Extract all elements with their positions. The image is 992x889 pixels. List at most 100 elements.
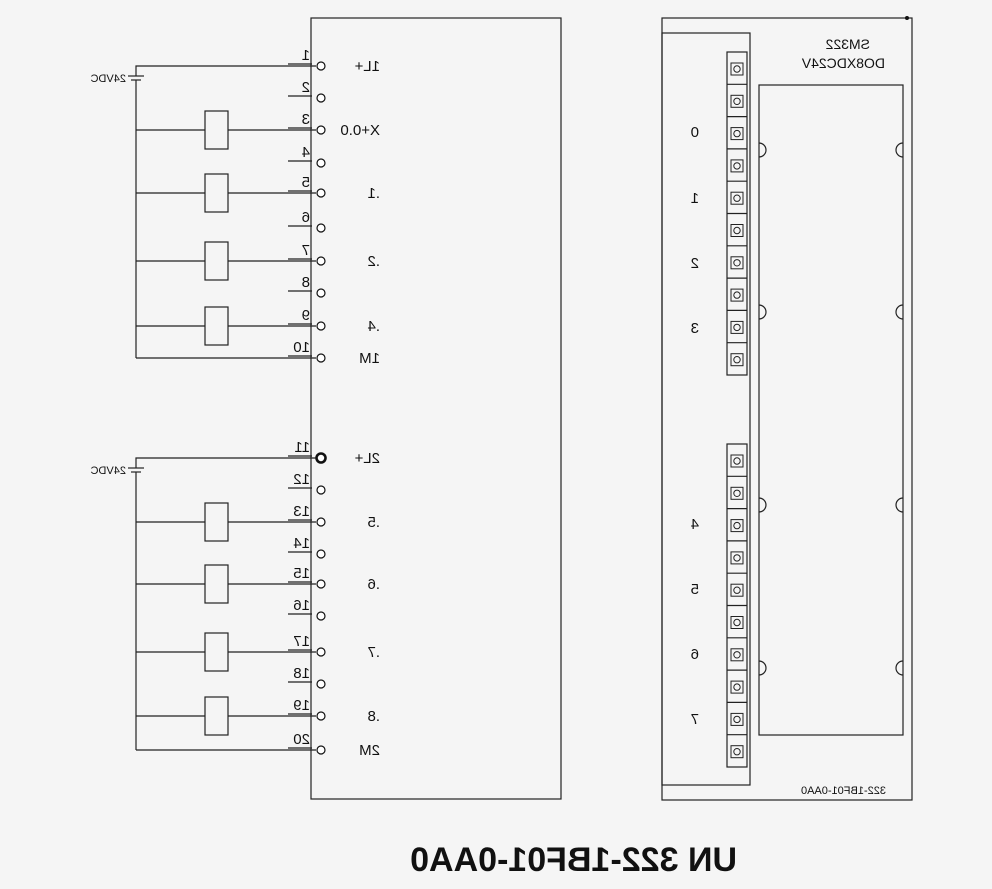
connector-hole [733, 356, 741, 364]
connector-hole [733, 715, 741, 724]
terminal-6 [316, 223, 326, 233]
terminal-label-5-wrap: .1 [367, 185, 380, 202]
connector-hole [733, 97, 741, 106]
part-number-title: UN 322-1BF01-0AA0 [410, 841, 737, 879]
connector-screw [730, 712, 744, 726]
corner-dot [905, 16, 909, 20]
connector-screw [730, 745, 744, 759]
channel-label-2-wrap: 2 [691, 255, 699, 272]
terminal-label-3: X+0.0 [340, 122, 380, 139]
terminal-number-7: 7 [302, 242, 310, 259]
connector-hole [733, 586, 741, 594]
connector-screw [730, 519, 744, 533]
connector-screw [730, 551, 744, 565]
window-notch [758, 304, 767, 320]
terminal-number-11-wrap: 11 [294, 439, 310, 456]
terminal-number-3-wrap: 3 [302, 111, 310, 128]
connector-screw [730, 353, 744, 367]
terminal-20 [316, 745, 326, 755]
terminal-8 [316, 288, 326, 298]
connector-hole [733, 521, 741, 530]
terminal-label-15: .6 [367, 576, 380, 593]
terminal-number-13-wrap: 13 [293, 503, 310, 520]
channel-label-4-wrap: 4 [691, 516, 699, 533]
terminal-17 [316, 647, 326, 657]
terminal-number-6: 6 [302, 209, 310, 226]
connector-screw [730, 94, 744, 108]
window-notch [758, 497, 767, 513]
terminal-number-9: 9 [302, 307, 310, 324]
terminal-number-2-wrap: 2 [302, 79, 310, 96]
terminal-5 [316, 188, 326, 198]
terminal-label-20: 2M [359, 742, 380, 759]
terminal-number-14-wrap: 14 [293, 535, 310, 552]
terminal-label-7: .2 [367, 253, 380, 270]
load-coil [204, 306, 229, 346]
channel-label-1: 1 [691, 190, 699, 207]
terminal-number-20: 20 [293, 731, 310, 748]
terminal-number-18-wrap: 18 [293, 665, 310, 682]
load-coil [204, 696, 229, 736]
terminal-number-7-wrap: 7 [302, 242, 310, 259]
terminal-label-19-wrap: .8 [367, 708, 380, 725]
terminal-4 [316, 158, 326, 168]
module-order-number-wrap: 322-1BF01-0AA0 [801, 785, 886, 797]
terminal-3 [316, 125, 326, 135]
connector-hole [733, 554, 741, 562]
terminal-number-4-wrap: 4 [302, 144, 310, 161]
terminal-number-4: 4 [302, 144, 310, 161]
terminal-number-1: 1 [302, 47, 310, 64]
terminal-label-11: 2L+ [354, 450, 380, 467]
window-notch [895, 660, 904, 676]
terminal-number-10: 10 [293, 339, 310, 356]
terminal-number-15-wrap: 15 [293, 565, 310, 582]
terminal-number-16: 16 [293, 597, 310, 614]
terminal-2 [316, 93, 326, 103]
connector-screw [730, 224, 744, 237]
channel-label-0-wrap: 0 [691, 124, 699, 141]
window-notch [758, 142, 767, 158]
channel-label-4: 4 [691, 516, 699, 533]
connector-screw [730, 256, 744, 270]
terminal-label-10-wrap: 1M [359, 350, 380, 367]
terminal-block-outline [310, 17, 562, 800]
channel-label-5: 5 [691, 581, 699, 598]
connector-hole [733, 291, 741, 299]
terminal-number-8: 8 [302, 274, 310, 291]
window-notch [895, 304, 904, 320]
connector-screw [730, 583, 744, 597]
terminal-number-18: 18 [293, 665, 310, 682]
text-layer: 11L+23X+0.045.167.289.4101M112L+1213.514… [90, 36, 886, 879]
terminal-strip [288, 61, 327, 755]
terminal-number-17-wrap: 17 [293, 633, 310, 650]
connector-hole [733, 618, 741, 627]
terminal-label-9-wrap: .4 [367, 318, 380, 335]
terminal-number-17: 17 [293, 633, 310, 650]
terminal-label-19: .8 [367, 708, 380, 725]
terminal-label-5: .1 [367, 185, 380, 202]
terminal-number-1-wrap: 1 [302, 47, 310, 64]
terminal-number-3: 3 [302, 111, 310, 128]
window-notch [758, 660, 767, 676]
terminal-12 [316, 485, 326, 495]
channel-label-6: 6 [691, 646, 699, 663]
terminal-number-10-wrap: 10 [293, 339, 310, 356]
terminal-number-14: 14 [293, 535, 310, 552]
connector-screw [730, 454, 744, 468]
channel-label-6-wrap: 6 [691, 646, 699, 663]
terminal-number-2: 2 [302, 79, 310, 96]
terminal-label-1: 1L+ [354, 58, 380, 75]
label-window-frame [758, 84, 904, 736]
terminal-7 [316, 256, 326, 266]
terminal-14 [316, 549, 326, 559]
terminal-number-16-wrap: 16 [293, 597, 310, 614]
supply-label-2-wrap: 24VDC [90, 465, 126, 477]
module-name: SM322 [825, 36, 870, 52]
connector-screw [730, 320, 744, 334]
load-coil [204, 632, 229, 672]
terminal-18 [316, 679, 326, 689]
load-coil [204, 564, 229, 604]
terminal-label-3-wrap: X+0.0 [340, 122, 380, 139]
module-side-panel [661, 32, 751, 786]
module-order-number: 322-1BF01-0AA0 [801, 785, 886, 797]
